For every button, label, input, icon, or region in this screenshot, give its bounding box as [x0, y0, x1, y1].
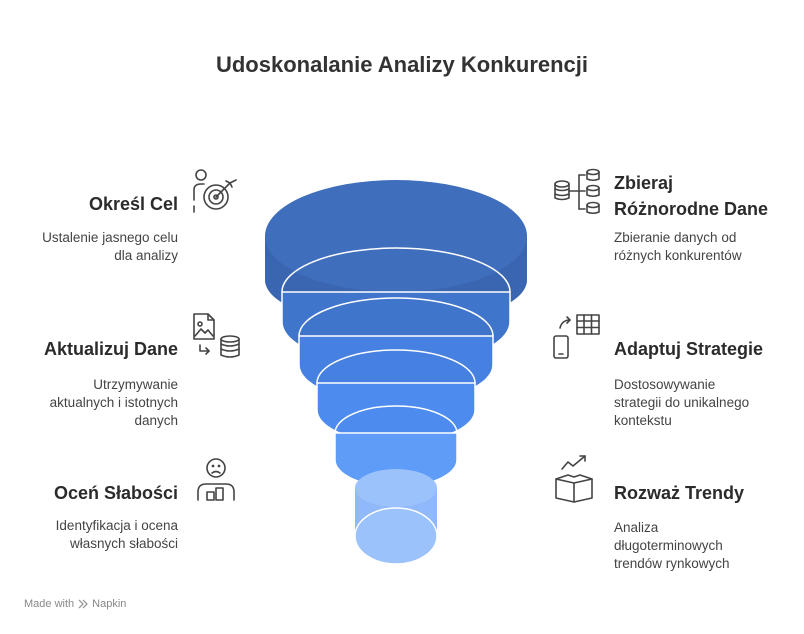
napkin-watermark: Made with Napkin [24, 598, 126, 610]
footer-brand: Napkin [92, 598, 127, 610]
weakness-description: Identyfikacja i ocena własnych słabości [55, 518, 178, 551]
funnel-layer-6 [354, 469, 438, 565]
trends-description: Analiza długoterminowych trendów rynkowy… [614, 520, 730, 571]
target-person-icon [190, 166, 240, 216]
adapt-strategy-title: Adaptuj Strategie [614, 339, 764, 359]
weakness-title: Oceń Słabości [53, 483, 178, 503]
update-data-description: Utrzymywanie aktualnych i istotnych dany… [49, 377, 178, 428]
database-branch-icon [553, 167, 603, 217]
sad-person-icon [194, 456, 240, 502]
goal-title: Określ Cel [88, 194, 178, 214]
goal-description: Ustalenie jasnego celu dla analizy [42, 230, 178, 263]
phone-table-icon [550, 312, 602, 362]
trends-title: Rozważ Trendy [614, 483, 745, 503]
trend-book-icon [552, 453, 602, 505]
footer-made-with: Made with [24, 598, 75, 610]
napkin-logo-icon [78, 599, 89, 609]
funnel-layer-4 [316, 349, 476, 444]
image-to-database-icon [190, 311, 242, 363]
collect-data-description: Zbieranie danych od różnych konkurentów [614, 230, 742, 263]
adapt-strategy-description: Dostosowywanie strategii do unikalnego k… [614, 377, 750, 428]
update-data-title: Aktualizuj Dane [43, 339, 178, 359]
diagram-title: Udoskonalanie Analizy Konkurencji [215, 52, 589, 77]
collect-data-title: Zbieraj Różnorodne Dane [614, 173, 769, 219]
